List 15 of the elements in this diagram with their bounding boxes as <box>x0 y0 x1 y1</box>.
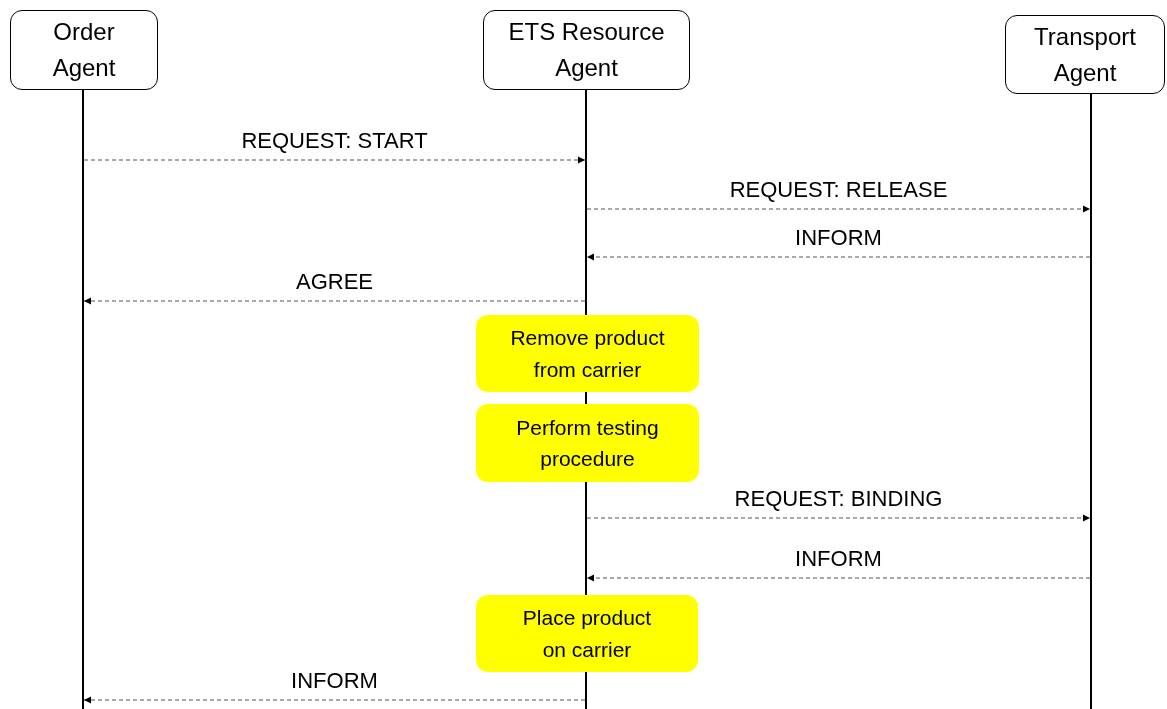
message-arrow <box>83 297 586 305</box>
lifeline <box>1090 94 1092 709</box>
message-arrow <box>586 514 1091 522</box>
activity-box: Perform testing procedure <box>476 404 699 482</box>
participant-box: Order Agent <box>10 10 158 90</box>
message-arrow <box>83 696 586 704</box>
activity-box: Remove product from carrier <box>476 315 699 392</box>
message-arrow <box>586 253 1091 261</box>
participant-box: Transport Agent <box>1005 15 1165 94</box>
message-arrow <box>586 574 1091 582</box>
activity-box: Place product on carrier <box>476 595 698 672</box>
participant-box: ETS Resource Agent <box>483 10 690 90</box>
message-arrow <box>83 156 586 164</box>
lifeline <box>82 90 84 709</box>
message-arrow <box>586 205 1091 213</box>
